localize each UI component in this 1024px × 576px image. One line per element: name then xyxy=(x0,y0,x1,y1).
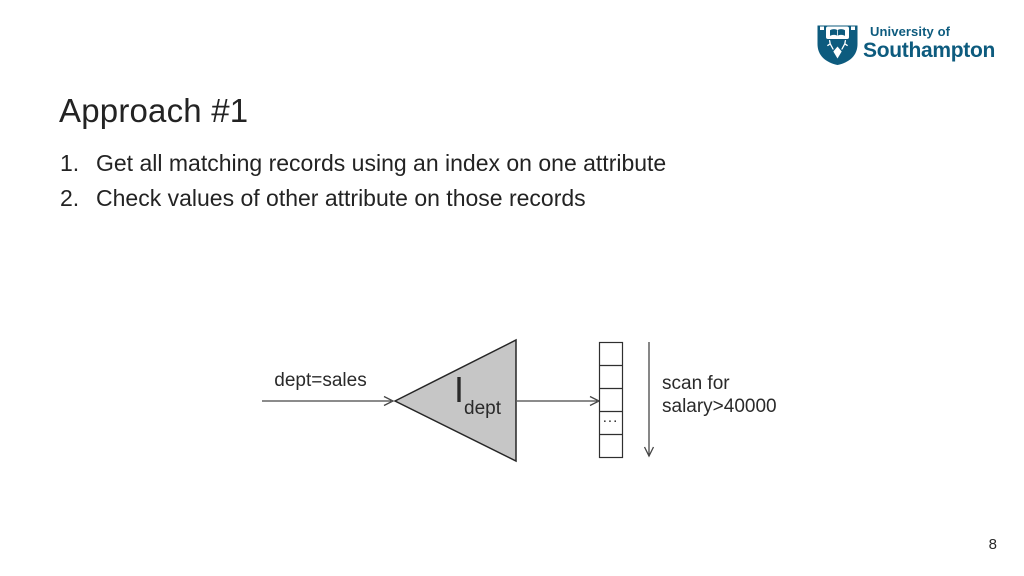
numbered-list: 1. Get all matching records using an ind… xyxy=(57,146,817,216)
list-item-1: 1. Get all matching records using an ind… xyxy=(57,146,817,181)
index-name-main: I xyxy=(454,369,465,410)
page-number: 8 xyxy=(988,536,997,553)
list-item-1-number: 1. xyxy=(60,150,80,176)
shield-turret-right xyxy=(851,26,855,30)
list-item-2: 2. Check values of other attribute on th… xyxy=(57,181,817,216)
index-scan-diagram: dept=sales Idept ... scan for salary>400… xyxy=(250,330,830,480)
diagram-shapes xyxy=(262,338,655,463)
record-list xyxy=(598,341,624,459)
index-name-label: Idept xyxy=(454,372,501,427)
scan-condition-line1: scan for xyxy=(662,373,730,394)
logo-southampton: Southampton xyxy=(863,39,996,62)
list-item-1-text: Get all matching records using an index … xyxy=(96,150,667,176)
slide-title: Approach #1 xyxy=(59,92,249,129)
university-shield-icon xyxy=(817,25,858,65)
scan-condition-line2: salary>40000 xyxy=(662,395,777,417)
input-arrow xyxy=(262,395,395,407)
input-condition-label: dept=sales xyxy=(274,370,367,391)
scan-arrow xyxy=(643,342,655,458)
list-item-2-number: 2. xyxy=(60,185,80,211)
stag-antlers-icon xyxy=(827,39,848,50)
index-name-subscript: dept xyxy=(464,398,501,419)
scan-condition-label: scan for salary>40000 xyxy=(662,373,777,418)
output-arrow xyxy=(517,395,601,407)
logo-university-of: University of xyxy=(870,24,951,39)
logo-text: University of Southampton xyxy=(863,19,995,61)
stag-head-icon xyxy=(833,46,842,59)
list-item-2-text: Check values of other attribute on those… xyxy=(96,185,586,211)
shield-turret-left xyxy=(820,26,824,30)
records-ellipsis: ... xyxy=(602,409,619,426)
index-triangle xyxy=(393,338,517,463)
university-logo: University of Southampton xyxy=(814,19,995,66)
